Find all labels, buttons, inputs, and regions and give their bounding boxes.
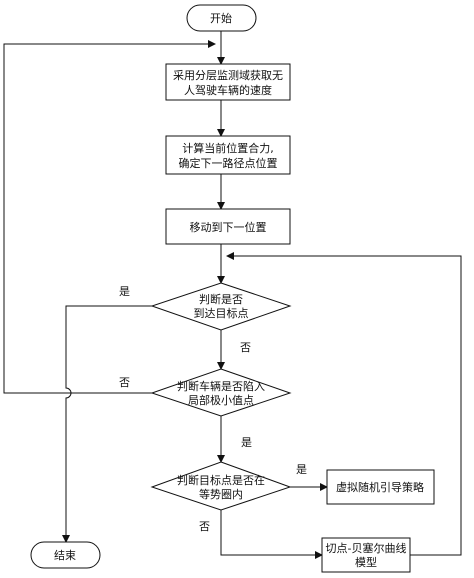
decision2-label-line2: 局部极小值点	[188, 393, 254, 407]
decision3-label-line1: 判断目标点是否在	[177, 473, 265, 487]
connectors	[3, 31, 462, 559]
step3-box: 移动到下一位置	[165, 208, 291, 245]
arrow-decision2-no-loop	[3, 40, 216, 394]
bezier-model-label-line2: 模型	[355, 555, 377, 569]
step2-label-line2: 确定下一路径点位置	[179, 156, 278, 170]
decision3-diamond: 判断目标点是否在 等势圈内	[150, 461, 292, 511]
start-node: 开始	[186, 4, 257, 32]
decision2-no-label: 否	[119, 376, 130, 389]
bezier-model-box: 切点-贝塞尔曲线 模型	[321, 537, 411, 573]
branch-labels: 是 否 否 是 是 否	[119, 285, 307, 533]
bezier-model-label-line1: 切点-贝塞尔曲线	[326, 541, 407, 555]
arrow-virtual-loop	[226, 252, 462, 487]
step1-label-line2: 人驾驶车辆的速度	[184, 83, 272, 97]
step1-box: 采用分层监测域获取无 人驾驶车辆的速度	[165, 63, 291, 101]
decision2-yes-label: 是	[241, 436, 252, 449]
decision1-label-line1: 判断是否	[199, 292, 243, 306]
end-node: 结束	[30, 541, 101, 569]
step1-label-line1: 采用分层监测域获取无	[173, 69, 283, 82]
step2-box: 计算当前位置合力, 确定下一路径点位置	[165, 135, 291, 175]
decision1-diamond: 判断是否 到达目标点	[150, 282, 292, 331]
decision3-label-line2: 等势圈内	[199, 487, 243, 501]
step3-label: 移动到下一位置	[190, 220, 267, 234]
arrow-bezier-loop	[410, 487, 462, 556]
decision1-label-line2: 到达目标点	[194, 306, 249, 320]
arrow-decision1-yes-end	[62, 305, 152, 543]
decision1-yes-label: 是	[119, 285, 130, 298]
end-label: 结束	[54, 549, 76, 562]
virtual-strategy-box: 虚拟随机引导策略	[326, 469, 435, 505]
virtual-strategy-label: 虚拟随机引导策略	[336, 480, 424, 494]
decision2-label-line1: 判断车辆是否陷入	[177, 379, 265, 393]
decision2-diamond: 判断车辆是否陷入 局部极小值点	[150, 368, 292, 417]
start-label: 开始	[210, 11, 232, 25]
step2-label-line1: 计算当前位置合力,	[182, 141, 274, 155]
decision3-yes-label: 是	[296, 463, 307, 476]
decision1-no-label: 否	[240, 341, 251, 354]
arrow-decision3-bezier	[220, 510, 323, 559]
decision3-no-label: 否	[199, 520, 210, 533]
